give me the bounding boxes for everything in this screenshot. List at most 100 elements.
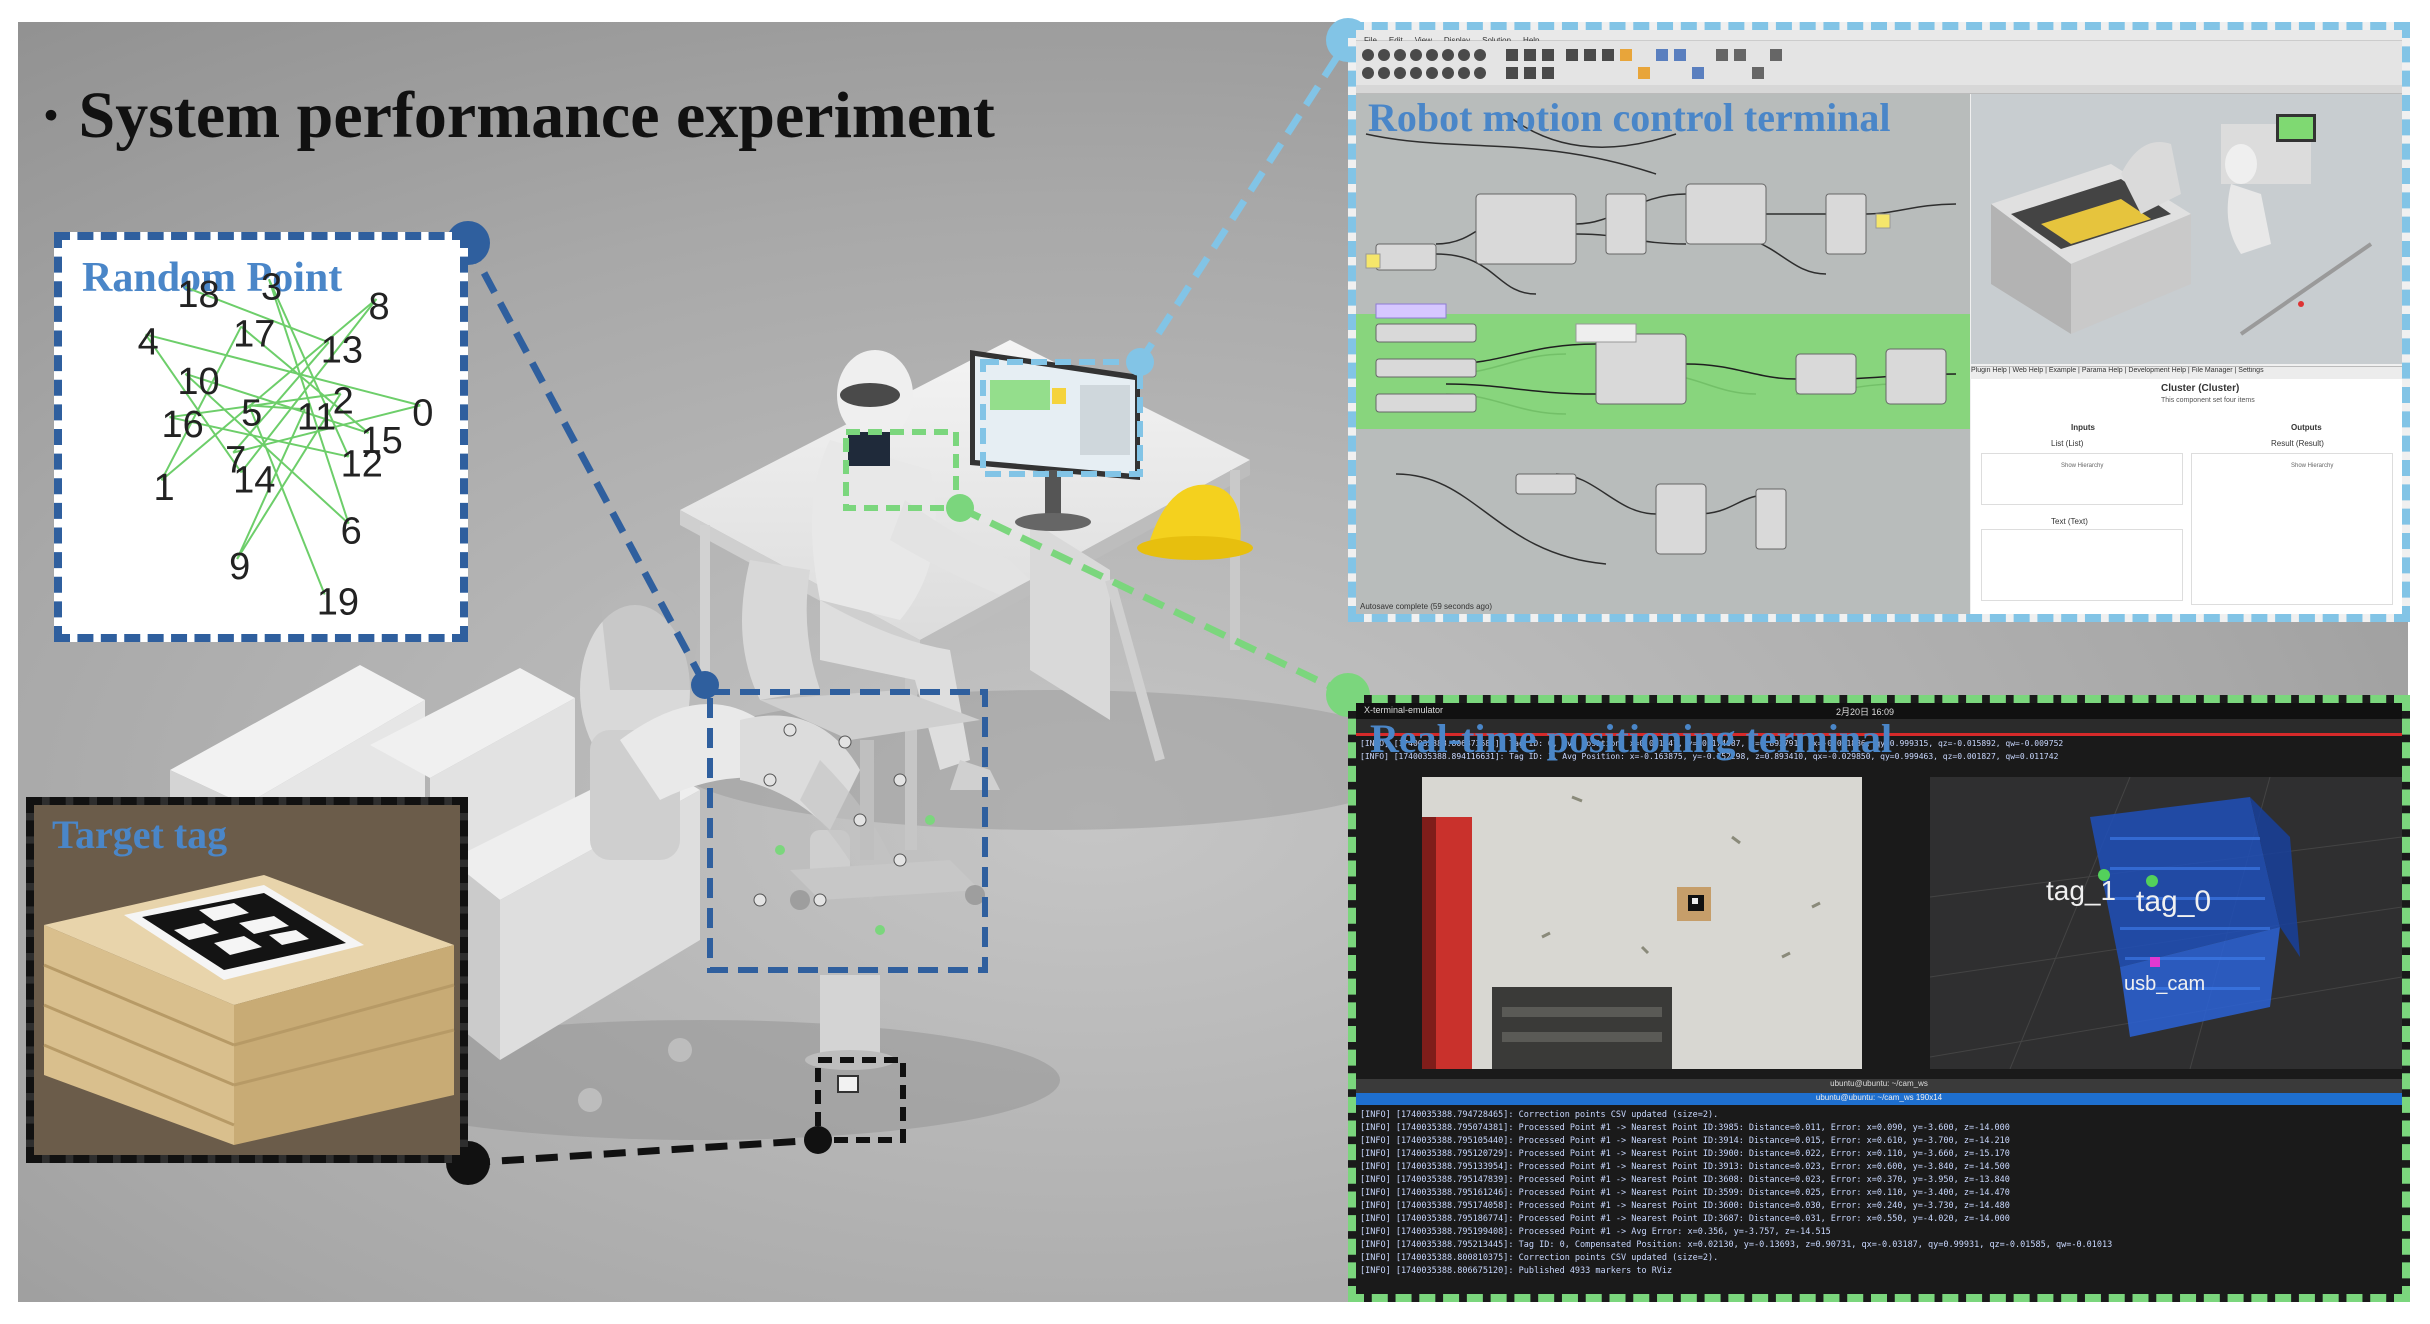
point-label: 19 bbox=[317, 581, 359, 623]
path-segment bbox=[236, 408, 306, 560]
path-segment bbox=[144, 333, 242, 473]
tab-development-help[interactable]: Development Help bbox=[2128, 367, 2186, 374]
rhino-viewport[interactable] bbox=[1971, 94, 2402, 364]
toolbar-icons bbox=[1356, 49, 2402, 93]
tab-web-help[interactable]: Web Help bbox=[2012, 367, 2044, 374]
point-label: 7 bbox=[225, 440, 246, 482]
lower-terminal-title: ubuntu@ubuntu: ~/cam_ws bbox=[1356, 1079, 2402, 1093]
point-label: 17 bbox=[233, 314, 275, 356]
callout-floor-tag bbox=[815, 1057, 906, 1143]
tab-settings[interactable]: Settings bbox=[2238, 367, 2264, 374]
path-segment bbox=[240, 325, 370, 434]
point-label: 14 bbox=[233, 459, 275, 501]
point-label: 15 bbox=[361, 420, 403, 462]
tracking-markers bbox=[753, 723, 935, 935]
point-label: 9 bbox=[229, 546, 250, 588]
menu-help[interactable]: Help bbox=[1523, 36, 1539, 45]
viewport-render bbox=[1971, 94, 2402, 364]
log-line: [INFO] [1740035388.894116631]: Tag ID: 1… bbox=[1360, 752, 2059, 761]
monitor bbox=[970, 350, 1140, 531]
target-tag-title: Target tag bbox=[52, 812, 228, 857]
log-line: [INFO] [1740035388.800810375]: Correctio… bbox=[1360, 1253, 1719, 1263]
tab-file-manager[interactable]: File Manager bbox=[2191, 367, 2233, 374]
path-segment bbox=[185, 372, 369, 434]
clock: 2月20日 16:09 bbox=[1836, 707, 1895, 717]
log-line: [INFO] [1740035388.795199408]: Processed… bbox=[1360, 1227, 1831, 1237]
menu-solution[interactable]: Solution bbox=[1482, 36, 1511, 45]
show-hierarchy-output[interactable]: Show Hierarchy bbox=[2291, 463, 2334, 469]
camera-view bbox=[1422, 777, 1862, 1069]
point-label: 11 bbox=[297, 396, 336, 438]
log-line: [INFO] [1740035388.795105440]: Processed… bbox=[1360, 1136, 2010, 1146]
point-label: 8 bbox=[368, 286, 389, 328]
log-line: [INFO] [1740035388.795074381]: Processed… bbox=[1360, 1123, 2010, 1133]
operator-figure bbox=[812, 350, 1030, 790]
component-toolbar bbox=[1356, 41, 2402, 94]
menu-edit[interactable]: Edit bbox=[1389, 36, 1403, 45]
callout-monitor bbox=[980, 359, 1143, 477]
log-line: [INFO] [1740035388.795147839]: Processed… bbox=[1360, 1175, 2010, 1185]
target-tag-panel: Target tag bbox=[26, 797, 468, 1163]
point-label: 2 bbox=[333, 381, 354, 423]
lower-terminal-tab[interactable]: ubuntu@ubuntu: ~/cam_ws 190x14 bbox=[1356, 1093, 2402, 1105]
status-bar-text: Autosave complete (59 seconds ago) bbox=[1360, 602, 1493, 611]
result-output-box bbox=[2191, 453, 2393, 605]
text-input-box bbox=[1981, 529, 2183, 601]
path-segment bbox=[268, 278, 350, 457]
point-label: 5 bbox=[241, 392, 262, 434]
rviz-label-usb-cam: usb_cam bbox=[2124, 973, 2206, 995]
menu-display[interactable]: Display bbox=[1444, 36, 1470, 45]
log-line: [INFO] [1740035388.795161246]: Processed… bbox=[1360, 1188, 2010, 1198]
tab-example[interactable]: Example bbox=[2048, 367, 2077, 374]
point-label: 10 bbox=[177, 361, 219, 403]
positioning-title: Real-time positioning terminal bbox=[1370, 716, 1893, 761]
point-label: 6 bbox=[341, 511, 362, 553]
path-segment bbox=[249, 404, 305, 411]
callout-random-point-area bbox=[707, 689, 988, 973]
rviz-label-tag-1: tag_1 bbox=[2046, 875, 2117, 906]
top-terminal-log: [INFO] [1740035388.806373682]: Tag ID: 0… bbox=[1360, 737, 2400, 771]
list-label: List (List) bbox=[2051, 439, 2084, 448]
terminal-title-bar bbox=[1356, 719, 2402, 736]
help-panel: Plugin Help | Web Help | Example | Param… bbox=[1971, 366, 2402, 614]
rviz-view: tag_1 tag_0 usb_cam bbox=[1929, 776, 2402, 1070]
bottom-terminal-log: [INFO] [1740035388.794728465]: Correctio… bbox=[1360, 1109, 2400, 1294]
point-label: 4 bbox=[138, 321, 159, 363]
inputs-label: Inputs bbox=[2071, 423, 2095, 432]
help-tabs: Plugin Help | Web Help | Example | Param… bbox=[1971, 367, 2402, 379]
path-segment bbox=[236, 393, 342, 560]
point-label: 3 bbox=[261, 266, 282, 308]
grasshopper-canvas[interactable]: Robot motion control terminal Autosave c… bbox=[1356, 94, 1970, 614]
path-segment bbox=[268, 278, 350, 524]
show-hierarchy-input[interactable]: Show Hierarchy bbox=[2061, 463, 2104, 469]
point-label: 1 bbox=[154, 467, 175, 509]
log-line: [INFO] [1740035388.795213445]: Tag ID: 0… bbox=[1360, 1240, 2113, 1250]
cluster-title: Cluster (Cluster) bbox=[2161, 383, 2240, 394]
office-chair bbox=[742, 560, 985, 910]
connector-target-tag bbox=[467, 1136, 819, 1167]
log-line: [INFO] [1740035388.795186774]: Processed… bbox=[1360, 1214, 2010, 1224]
window-title: X-terminal-emulator bbox=[1364, 705, 1444, 715]
tab-plugin-help[interactable]: Plugin Help bbox=[1971, 367, 2007, 374]
positioning-panel: X-terminal-emulator 2月20日 16:09 [INFO] [… bbox=[1348, 695, 2410, 1302]
connector-positioning bbox=[958, 504, 1350, 699]
tab-parama-help[interactable]: Parama Help bbox=[2081, 367, 2123, 374]
list-input-box bbox=[1981, 453, 2183, 505]
path-segment bbox=[160, 298, 378, 481]
point-label: 16 bbox=[162, 404, 204, 446]
menu-view[interactable]: View bbox=[1415, 36, 1432, 45]
menu-bar: File Edit View Display Solution Help bbox=[1356, 30, 2402, 45]
desktop-top-bar: X-terminal-emulator 2月20日 16:09 bbox=[1356, 703, 2402, 719]
log-line: [INFO] [1740035388.795174058]: Processed… bbox=[1360, 1201, 2010, 1211]
rviz-scene bbox=[1929, 776, 2402, 1070]
menu-file[interactable]: File bbox=[1364, 36, 1377, 45]
log-line: [INFO] [1740035388.795133954]: Processed… bbox=[1360, 1162, 2010, 1172]
log-line: [INFO] [1740035388.795120729]: Processed… bbox=[1360, 1149, 2010, 1159]
outputs-label: Outputs bbox=[2291, 423, 2322, 432]
path-segment bbox=[169, 416, 349, 458]
connector-robot-control bbox=[1137, 38, 1351, 364]
log-line: [INFO] [1740035388.806373682]: Tag ID: 0… bbox=[1360, 739, 2064, 748]
